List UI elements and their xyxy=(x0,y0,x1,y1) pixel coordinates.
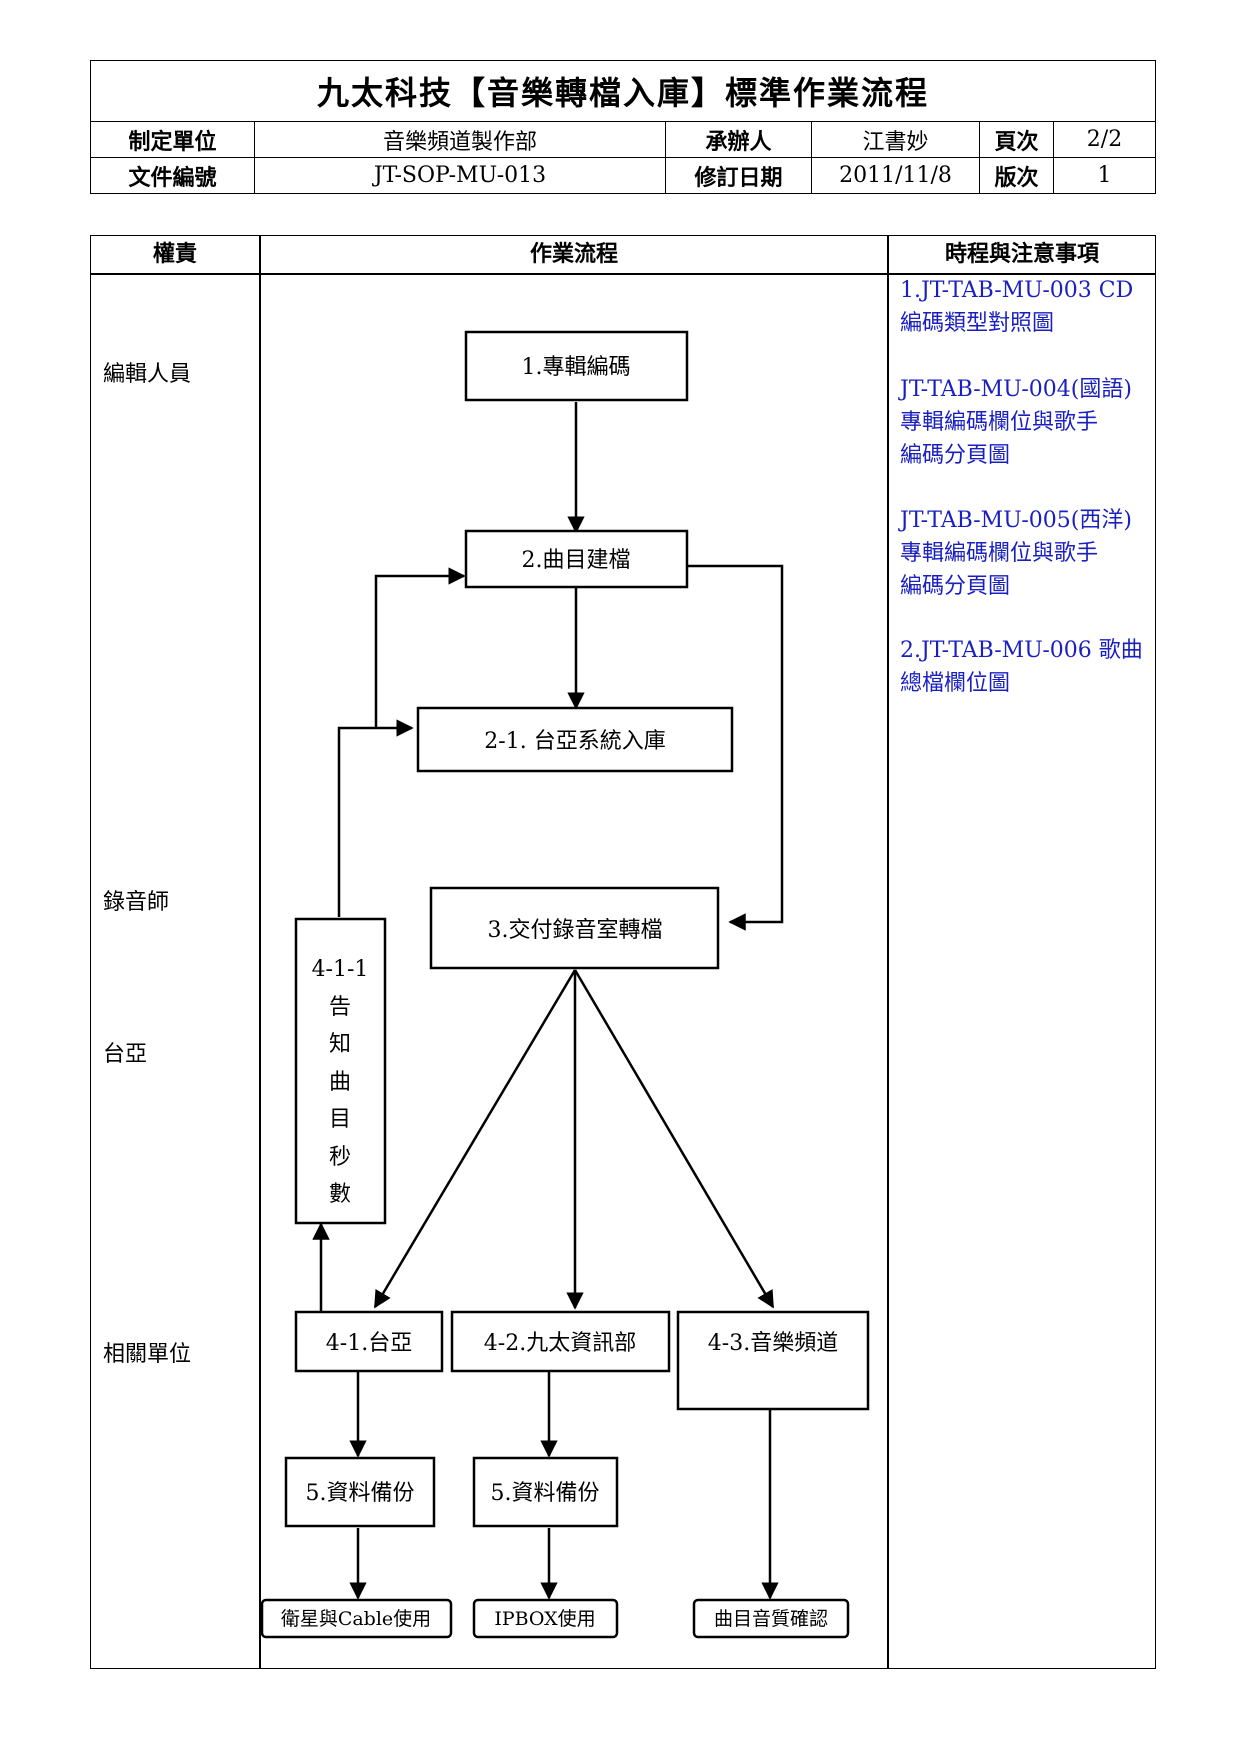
note-4: 2.JT-TAB-MU-006 歌曲總檔欄位圖 xyxy=(900,638,1143,696)
date-value: 2011/11/8 xyxy=(811,157,980,194)
svg-text:秒: 秒 xyxy=(329,1145,351,1170)
step-4-1-box: 4-1.台亞 xyxy=(294,1310,444,1373)
role-editor: 編輯人員 xyxy=(103,362,192,387)
output-a-label: 衛星與Cable使用 xyxy=(281,1608,431,1630)
svg-text:曲: 曲 xyxy=(329,1070,351,1095)
unit-label: 制定單位 xyxy=(90,121,255,158)
step-1-label: 1.專輯編碼 xyxy=(522,355,631,380)
step-2-box: 2.曲目建檔 xyxy=(464,529,689,589)
step-4-1-1-box: 4-1-1 告 知 曲 目 秒 數 xyxy=(294,917,387,1225)
column-divider xyxy=(887,235,889,1669)
step-4-2-box: 4-2.九太資訊部 xyxy=(450,1310,671,1373)
svg-text:目: 目 xyxy=(329,1107,351,1132)
step-1-box: 1.專輯編碼 xyxy=(464,330,689,402)
step-5b-box: 5.資料備份 xyxy=(472,1456,619,1528)
step-5a-box: 5.資料備份 xyxy=(284,1456,436,1528)
role-recording-engineer: 錄音師 xyxy=(103,890,170,915)
doc-label: 文件編號 xyxy=(90,157,255,194)
document-header: 九太科技【音樂轉檔入庫】標準作業流程 制定單位 音樂頻道製作部 承辦人 江書妙 … xyxy=(90,60,1156,194)
arrow-3-to-4-1 xyxy=(373,969,577,1309)
arrow-2-to-3 xyxy=(688,564,784,931)
svg-text:告: 告 xyxy=(329,995,351,1020)
arrow-loop-to-2 xyxy=(374,567,466,728)
step-4-3-label: 4-3.音樂頻道 xyxy=(708,1331,838,1356)
step-4-2-label: 4-2.九太資訊部 xyxy=(484,1331,636,1356)
output-c-label: 曲目音質確認 xyxy=(714,1608,828,1630)
column-header-responsibility: 權責 xyxy=(152,241,197,267)
step-3-box: 3.交付錄音室轉檔 xyxy=(429,886,720,970)
output-a-box: 衛星與Cable使用 xyxy=(260,1598,453,1639)
output-b-box: IPBOX使用 xyxy=(472,1598,619,1639)
step-2-1-label: 2-1. 台亞系統入庫 xyxy=(484,729,665,754)
doc-value: JT-SOP-MU-013 xyxy=(254,157,666,194)
unit-value: 音樂頻道製作部 xyxy=(254,121,666,158)
header-divider xyxy=(90,273,1156,275)
date-label: 修訂日期 xyxy=(665,157,812,194)
page-label: 頁次 xyxy=(979,121,1054,158)
note-3: JT-TAB-MU-005(西洋)專輯編碼欄位與歌手編碼分頁圖 xyxy=(900,508,1132,599)
document-title: 九太科技【音樂轉檔入庫】標準作業流程 xyxy=(90,60,1156,122)
column-header-notes: 時程與注意事項 xyxy=(944,241,1099,267)
version-label: 版次 xyxy=(979,157,1054,194)
version-value: 1 xyxy=(1053,157,1156,194)
step-2-1-box: 2-1. 台亞系統入庫 xyxy=(416,706,734,773)
svg-text:4-1-1: 4-1-1 xyxy=(312,957,369,982)
workflow-table xyxy=(90,235,1156,1669)
column-divider xyxy=(259,235,261,1669)
note-2: JT-TAB-MU-004(國語)專輯編碼欄位與歌手編碼分頁圖 xyxy=(900,377,1132,468)
step-2-label: 2.曲目建檔 xyxy=(522,548,631,573)
step-5b-label: 5.資料備份 xyxy=(491,1481,600,1506)
role-related-units: 相關單位 xyxy=(103,1342,192,1367)
arrow-3-to-4-3 xyxy=(573,969,775,1309)
output-c-box: 曲目音質確認 xyxy=(692,1598,850,1639)
step-4-3-box: 4-3.音樂頻道 xyxy=(676,1310,870,1411)
step-5a-label: 5.資料備份 xyxy=(306,1481,415,1506)
step-3-label: 3.交付錄音室轉檔 xyxy=(488,918,663,943)
output-b-label: IPBOX使用 xyxy=(494,1608,595,1630)
svg-text:數: 數 xyxy=(329,1182,351,1207)
svg-text:知: 知 xyxy=(329,1032,351,1057)
step-4-1-label: 4-1.台亞 xyxy=(326,1331,412,1356)
role-taiya: 台亞 xyxy=(103,1042,148,1067)
arrow-4-1-1-to-2-1 xyxy=(337,719,414,917)
column-header-workflow: 作業流程 xyxy=(529,241,618,267)
